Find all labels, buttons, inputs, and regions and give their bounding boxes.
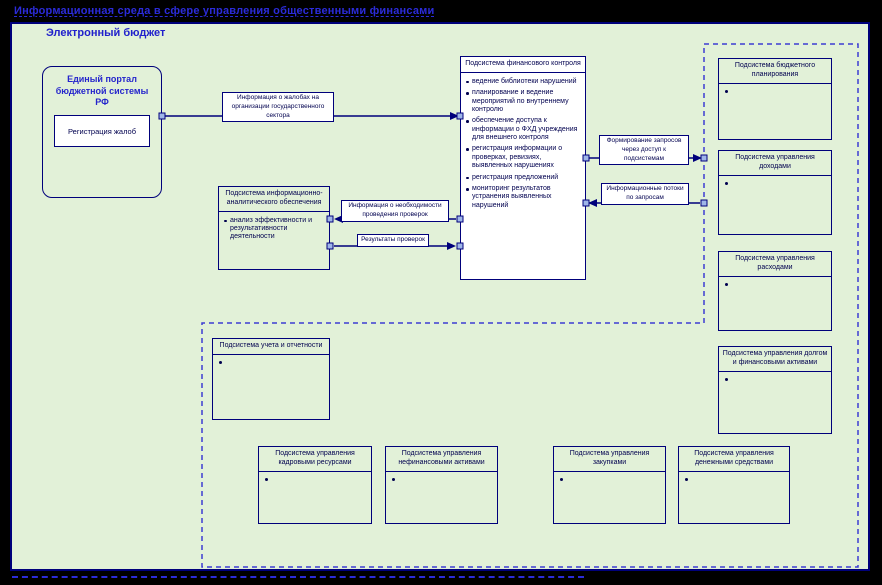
subsystem-accounting-reporting: Подсистема учета и отчетности	[212, 338, 330, 420]
bottom-dashed-line	[12, 576, 584, 578]
subsystem-info-analytical: Подсистема информационно-аналитического …	[218, 186, 330, 270]
list-item: планирование и ведение мероприятий по вн…	[465, 89, 582, 114]
list-item: регистрация предложений	[465, 174, 582, 182]
subsystem-income-management: Подсистема управления доходами	[718, 150, 832, 235]
box-title: Подсистема управления долгом и финансовы…	[719, 347, 831, 372]
system-label: Электронный бюджет	[46, 27, 166, 39]
flow-label-request-formation: Формирование запросов через доступ к под…	[599, 135, 689, 166]
box-body	[554, 472, 665, 548]
subsystem-financial-control: Подсистема финансового контроля ведение …	[460, 56, 586, 280]
subsystem-cash-management: Подсистема управления денежными средства…	[678, 446, 790, 524]
bullet-dot	[725, 282, 728, 286]
function-list: ведение библиотеки нарушений планирование…	[461, 73, 585, 216]
bullet-dot	[725, 89, 728, 93]
bullet-dot	[392, 477, 395, 481]
box-title: Подсистема бюджетного планирования	[719, 59, 831, 84]
bullet-dot	[265, 477, 268, 481]
subsystem-nonfinancial-assets: Подсистема управления нефинансовыми акти…	[385, 446, 498, 524]
box-title: Подсистема управления кадровыми ресурсам…	[259, 447, 371, 472]
bullet-dot	[219, 360, 222, 364]
box-body	[213, 355, 329, 435]
function-list: анализ эффективности и результативности …	[219, 212, 329, 248]
page-title: Информационная среда в сфере управления …	[14, 5, 435, 17]
list-item: анализ эффективности и результативности …	[223, 217, 326, 242]
bullet-dot	[685, 477, 688, 481]
bullet-dot	[725, 181, 728, 185]
portal-title: Единый портал бюджетной системы РФ	[55, 74, 149, 108]
subsystem-hr-management: Подсистема управления кадровыми ресурсам…	[258, 446, 372, 524]
subsystem-debt-financial-assets: Подсистема управления долгом и финансовы…	[718, 346, 832, 434]
portal-item-complaint-registration: Регистрация жалоб	[54, 115, 150, 147]
box-body	[719, 176, 831, 259]
box-title: Подсистема управления закупками	[554, 447, 665, 472]
flow-label-check-results: Результаты проверок	[357, 234, 429, 247]
bullet-dot	[725, 377, 728, 381]
box-title: Подсистема учета и отчетности	[213, 339, 329, 355]
box-title: Подсистема управления нефинансовыми акти…	[386, 447, 497, 472]
list-item: регистрация информации о проверках, реви…	[465, 145, 582, 170]
box-title: Подсистема управления доходами	[719, 151, 831, 176]
box-body	[386, 472, 497, 548]
subsystem-budget-planning: Подсистема бюджетного планирования	[718, 58, 832, 140]
box-body	[719, 372, 831, 458]
flow-label-info-flows: Информационные потоки по запросам	[601, 183, 689, 205]
subsystem-procurement: Подсистема управления закупками	[553, 446, 666, 524]
list-item: обеспечение доступа к информации о ФХД у…	[465, 117, 582, 142]
list-item: ведение библиотеки нарушений	[465, 78, 582, 86]
flow-label-need-for-checks: Информация о необходимости проведения пр…	[341, 200, 449, 222]
portal-box: Единый портал бюджетной системы РФ Регис…	[42, 66, 162, 198]
box-body	[679, 472, 789, 548]
bullet-dot	[560, 477, 563, 481]
list-item: мониторинг результатов устранения выявле…	[465, 185, 582, 210]
box-title: Подсистема управления денежными средства…	[679, 447, 789, 472]
box-body	[719, 277, 831, 355]
box-title: Подсистема финансового контроля	[461, 57, 585, 73]
subsystem-expense-management: Подсистема управления расходами	[718, 251, 832, 331]
flow-label-complaints: Информация о жалобах на организации госу…	[222, 92, 334, 123]
box-body	[259, 472, 371, 548]
box-title: Подсистема управления расходами	[719, 252, 831, 277]
box-title: Подсистема информационно-аналитического …	[219, 187, 329, 212]
